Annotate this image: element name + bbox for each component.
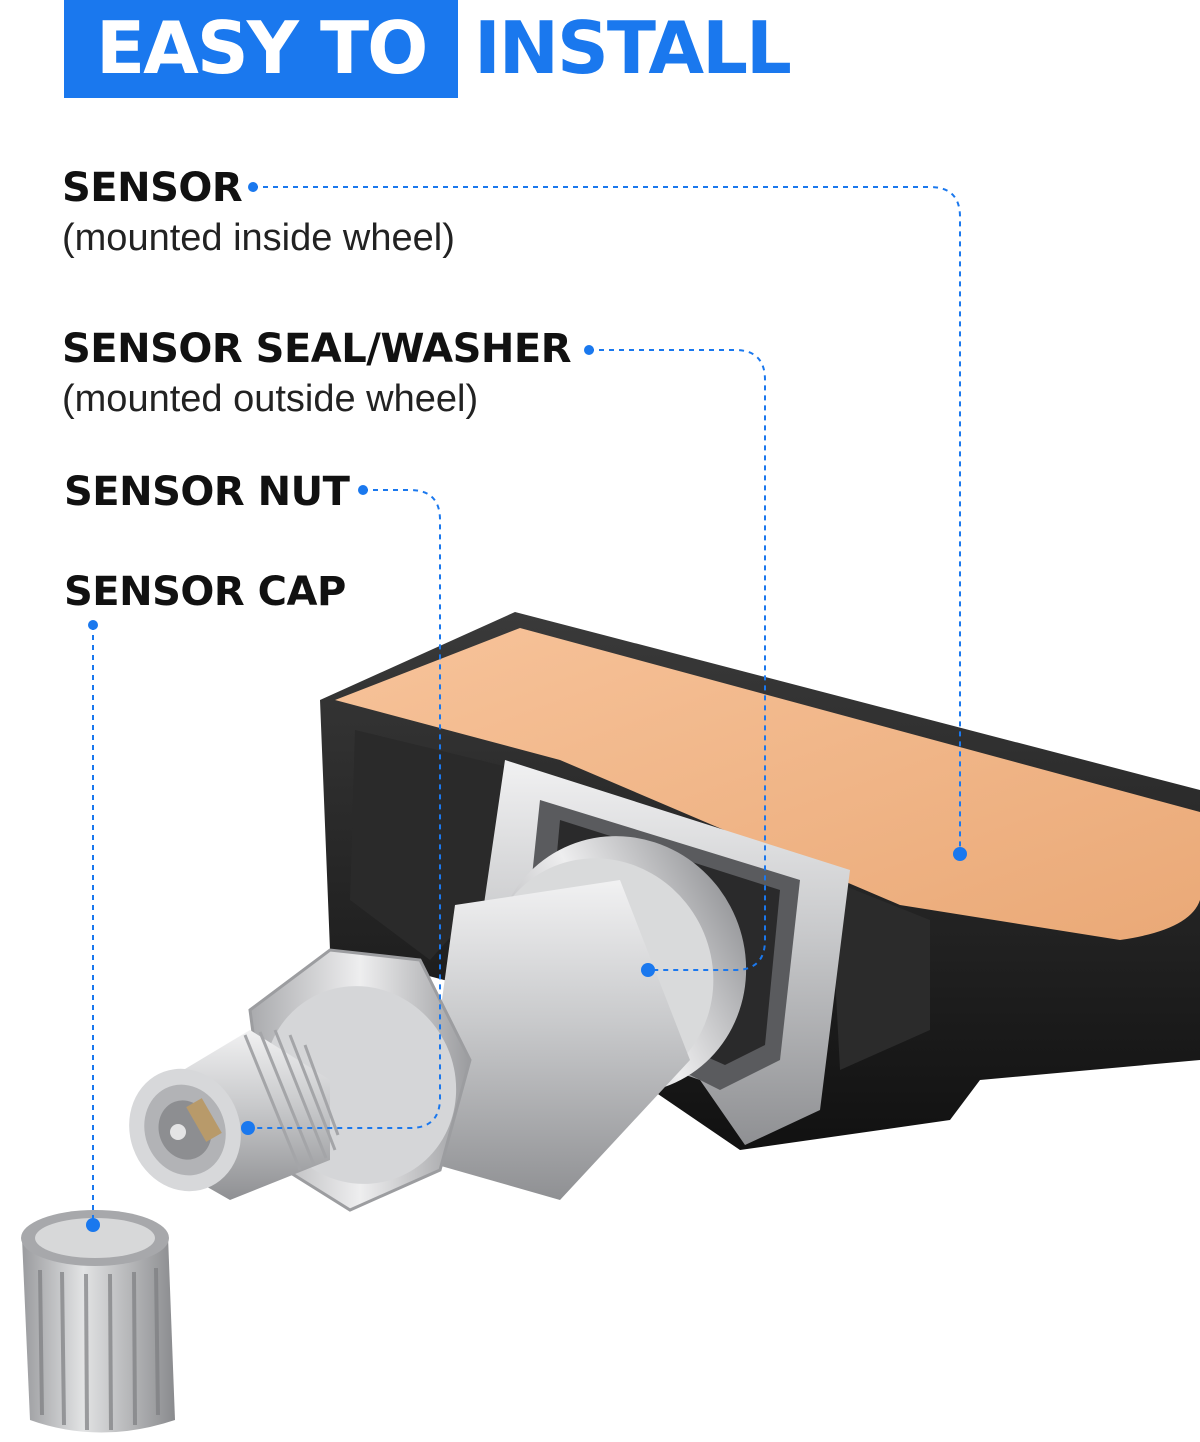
leader-line-nut xyxy=(250,489,441,1129)
dot-sensor-target xyxy=(953,847,967,861)
dot-seal-label xyxy=(584,345,594,355)
label-seal-subtitle: (mounted outside wheel) xyxy=(62,378,479,420)
leader-line-sensor xyxy=(253,186,961,854)
dot-sensor-label xyxy=(248,182,258,192)
dot-cap-label xyxy=(88,620,98,630)
label-sensor-subtitle: (mounted inside wheel) xyxy=(62,217,455,259)
valve-cap xyxy=(21,1210,175,1433)
dot-cap-target xyxy=(86,1218,100,1232)
valve-stem xyxy=(129,836,747,1212)
label-seal-title: SENSOR SEAL/WASHER xyxy=(62,326,572,372)
headline-text: INSTALL xyxy=(474,6,792,90)
dot-seal-target xyxy=(641,963,655,977)
dot-nut-label xyxy=(358,485,368,495)
leader-line-seal xyxy=(589,349,766,971)
headline-badge: EASY TO xyxy=(64,0,458,98)
callout-dots xyxy=(86,182,967,1232)
label-cap-title: SENSOR CAP xyxy=(64,569,346,615)
headline-highlight-text: EASY TO xyxy=(96,6,428,90)
callout-lines xyxy=(92,186,961,1225)
label-nut-title: SENSOR NUT xyxy=(64,469,350,515)
dot-nut-target xyxy=(241,1121,255,1135)
label-sensor-title: SENSOR xyxy=(62,165,243,211)
